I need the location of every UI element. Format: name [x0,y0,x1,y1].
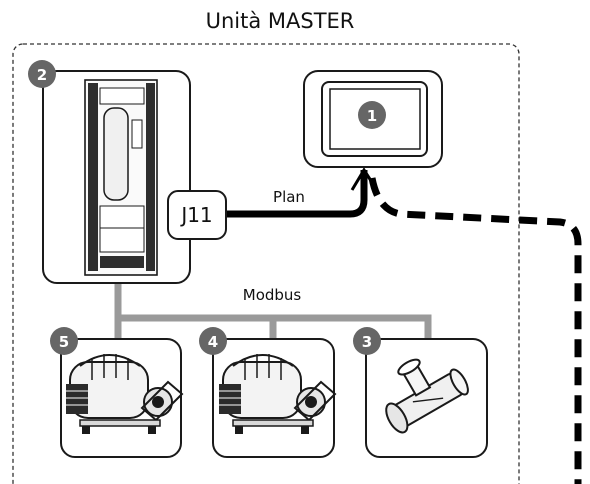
modbus-label: Modbus [243,286,302,304]
badge-compressor-a-number: 4 [208,333,218,351]
plan-label: Plan [273,188,305,206]
controller-unit [42,70,191,284]
compressor-unit-a [212,338,336,458]
badge-compressor-a [199,327,227,355]
master-unit-boundary [12,43,520,484]
badge-valve [353,327,381,355]
compressor-unit-b [60,338,183,458]
valve-unit [365,338,488,458]
badge-controller-number: 2 [37,66,47,84]
badge-display-number: 1 [367,107,377,125]
plan-connection [222,170,368,218]
external-link-dashed [368,177,582,484]
modbus-bus [114,283,432,340]
badge-compressor-b [50,327,78,355]
port-j11 [167,190,227,240]
badge-display [358,101,386,129]
badge-compressor-b-number: 5 [59,333,69,351]
badge-valve-number: 3 [362,333,372,351]
diagram-title: Unità MASTER [206,9,355,33]
port-j11-label: J11 [179,203,212,227]
badge-controller [28,60,56,88]
